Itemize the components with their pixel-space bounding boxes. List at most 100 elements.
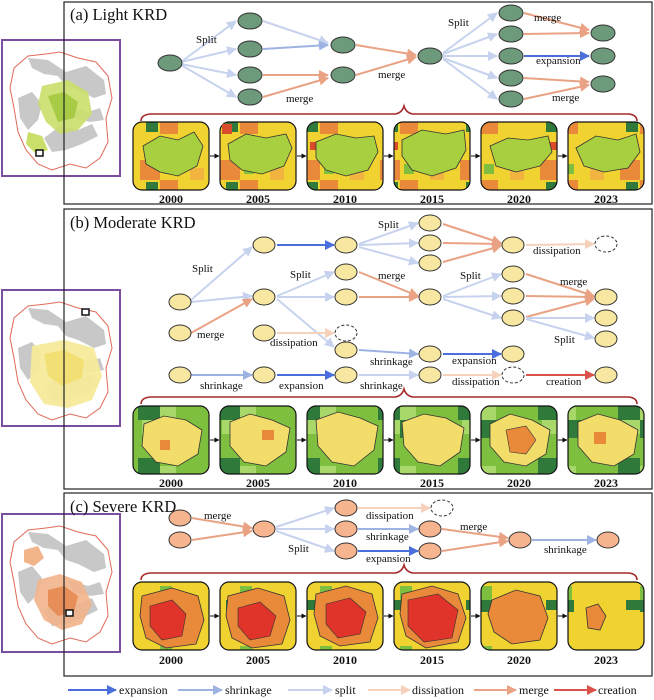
edge-merge: [262, 75, 329, 98]
flow-node: [417, 47, 443, 65]
year-label: 2005: [246, 653, 270, 667]
study-site-marker: [81, 308, 90, 316]
year-label: 2020: [507, 653, 531, 667]
edge-split: [442, 298, 502, 320]
edge-split: [442, 32, 498, 55]
flow-label: merge: [560, 276, 587, 288]
flow-label: Split: [448, 17, 469, 29]
edge-merge: [191, 527, 253, 541]
moderate-flow-diagram: Split merge Split dissipation Split merg…: [168, 214, 618, 392]
year-label: 2005: [246, 192, 270, 206]
edge-merge: [441, 528, 509, 542]
edge-split: [276, 298, 335, 348]
flow-node: [334, 341, 358, 359]
flow-label: Split: [192, 263, 213, 275]
flow-label: merge: [204, 510, 231, 522]
flow-node: [594, 366, 618, 384]
edge-merge: [525, 291, 595, 302]
flow-node: [594, 288, 618, 306]
flow-node: [498, 47, 524, 65]
land-tile-2023: [567, 405, 645, 475]
land-tile-2015: [393, 405, 471, 475]
edge-split: [180, 63, 237, 79]
edge-merge: [442, 238, 502, 249]
severe-tiles: 2000 2005 2010 2015 2020 2023: [132, 581, 645, 667]
brace-moderate: [140, 386, 638, 405]
flow-label: shrinkage: [370, 356, 413, 368]
panel-light-border: [63, 1, 653, 205]
flow-label: expansion: [279, 380, 324, 392]
flow-node: [418, 288, 442, 306]
year-label: 2005: [246, 476, 270, 490]
flow-label: creation: [546, 376, 582, 388]
edge-merge: [523, 76, 590, 87]
year-label: 2023: [594, 653, 618, 667]
flow-label: Split: [554, 334, 575, 346]
edge-split: [442, 291, 502, 302]
legend-label: split: [335, 683, 356, 697]
flow-label: expansion: [366, 553, 411, 565]
flow-node: [237, 66, 263, 84]
flow-node: [237, 40, 263, 58]
legend-label: dissipation: [412, 683, 464, 697]
flow-node: [157, 54, 183, 72]
flow-label: expansion: [536, 55, 581, 67]
edge-merge: [355, 54, 417, 76]
edge-merge: [442, 243, 502, 263]
edge-split: [358, 221, 419, 245]
dissipated-node: [501, 366, 525, 384]
year-label: 2010: [333, 192, 357, 206]
flow-node: [334, 263, 358, 281]
flow-node: [330, 66, 356, 84]
location-map-moderate: [1, 289, 121, 427]
legend-label: merge: [519, 683, 549, 697]
flow-node: [252, 236, 276, 254]
edge-split: [275, 530, 335, 553]
year-label: 2010: [333, 653, 357, 667]
land-tile-2000: [132, 581, 210, 651]
year-label: 2000: [159, 653, 183, 667]
study-site-marker: [35, 149, 44, 157]
severe-flow-diagram: merge dissipation shrinkage Split expans…: [168, 499, 620, 565]
flow-label: dissipation: [452, 376, 500, 388]
flow-node: [498, 90, 524, 108]
panel-light-title: (a) Light KRD: [70, 5, 167, 24]
flow-node: [252, 520, 276, 538]
location-map-light: [1, 39, 121, 177]
land-tile-2020: [480, 121, 558, 191]
land-tile-2020: [480, 405, 558, 475]
edge-merge: [190, 298, 253, 334]
flow-label: merge: [378, 270, 405, 282]
flow-node: [418, 520, 442, 538]
land-tile-2023: [567, 581, 645, 651]
edge-shrinkage: [358, 348, 419, 359]
flow-node: [252, 366, 276, 384]
edge-merge: [525, 296, 595, 318]
flow-node: [334, 288, 358, 306]
flow-node: [237, 88, 263, 106]
panel-severe-title: (c) Severe KRD: [70, 497, 176, 516]
year-label: 2015: [420, 192, 444, 206]
brace-light: [140, 103, 638, 122]
edge-split: [180, 46, 237, 63]
flow-node: [501, 309, 525, 327]
flow-node: [168, 509, 192, 527]
flow-label: merge: [552, 92, 579, 104]
year-label: 2015: [420, 653, 444, 667]
edge-merge: [523, 28, 590, 39]
land-tile-2005: [219, 405, 297, 475]
flow-label: merge: [534, 12, 561, 24]
light-flow-diagram: Split merge merge Split merge expansion …: [157, 4, 616, 108]
flow-label: dissipation: [366, 510, 414, 522]
flow-node: [168, 293, 192, 311]
edge-split: [442, 57, 498, 80]
edge-split: [442, 58, 498, 100]
flow-node: [168, 531, 192, 549]
flow-node: [334, 366, 358, 384]
edge-merge: [523, 82, 590, 100]
edge-merge: [355, 44, 417, 59]
legend: expansion shrinkage split dissipation me…: [68, 683, 637, 697]
flow-node: [418, 345, 442, 363]
edge-dissipation: [442, 223, 502, 245]
